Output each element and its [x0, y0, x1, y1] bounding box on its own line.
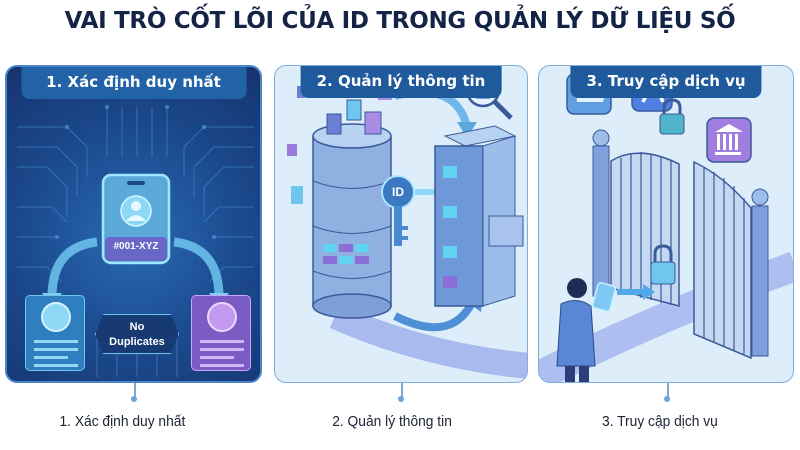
connector-line-3 [667, 383, 669, 397]
caption-3: 3. Truy cập dịch vụ [602, 413, 718, 430]
filing-cabinet-icon [434, 125, 524, 307]
male-profile-card [25, 295, 85, 371]
circuit-board-icon [17, 105, 254, 377]
gate-icon [592, 129, 769, 360]
database-icon [312, 123, 392, 319]
bank-icon [706, 117, 752, 163]
caption-2: 2. Quản lý thông tin [332, 413, 452, 430]
panel-3-header: 3. Truy cập dịch vụ [570, 66, 762, 98]
panel-service-access: 3. Truy cập dịch vụ [538, 65, 794, 383]
panel-2-header: 2. Quản lý thông tin [300, 66, 502, 98]
person-with-id-icon [556, 278, 655, 382]
page-title: VAI TRÒ CỐT LÕI CỦA ID TRONG QUẢN LÝ DỮ … [64, 8, 736, 34]
no-duplicates-badge: No Duplicates [95, 314, 179, 354]
panel-unique-identification: 1. Xác định duy nhất #001-XYZ No Duplica… [5, 65, 262, 383]
connector-line-1 [134, 383, 136, 397]
caption-1: 1. Xác định duy nhất [59, 413, 186, 430]
connector-dot-2 [398, 396, 404, 402]
panel-information-management: 2. Quản lý thông tin ID [274, 65, 528, 383]
male-profile-icon [41, 302, 71, 332]
connector-line-2 [401, 383, 403, 397]
female-profile-card [191, 295, 251, 371]
connector-dot-1 [131, 396, 137, 402]
id-card-icon [101, 173, 171, 265]
id-key-label: ID [392, 185, 404, 199]
id-code-label: #001-XYZ [113, 241, 159, 252]
padlock-icon [659, 98, 685, 135]
panel-1-header: 1. Xác định duy nhất [21, 67, 246, 99]
female-profile-icon [207, 302, 237, 332]
connector-dot-3 [664, 396, 670, 402]
